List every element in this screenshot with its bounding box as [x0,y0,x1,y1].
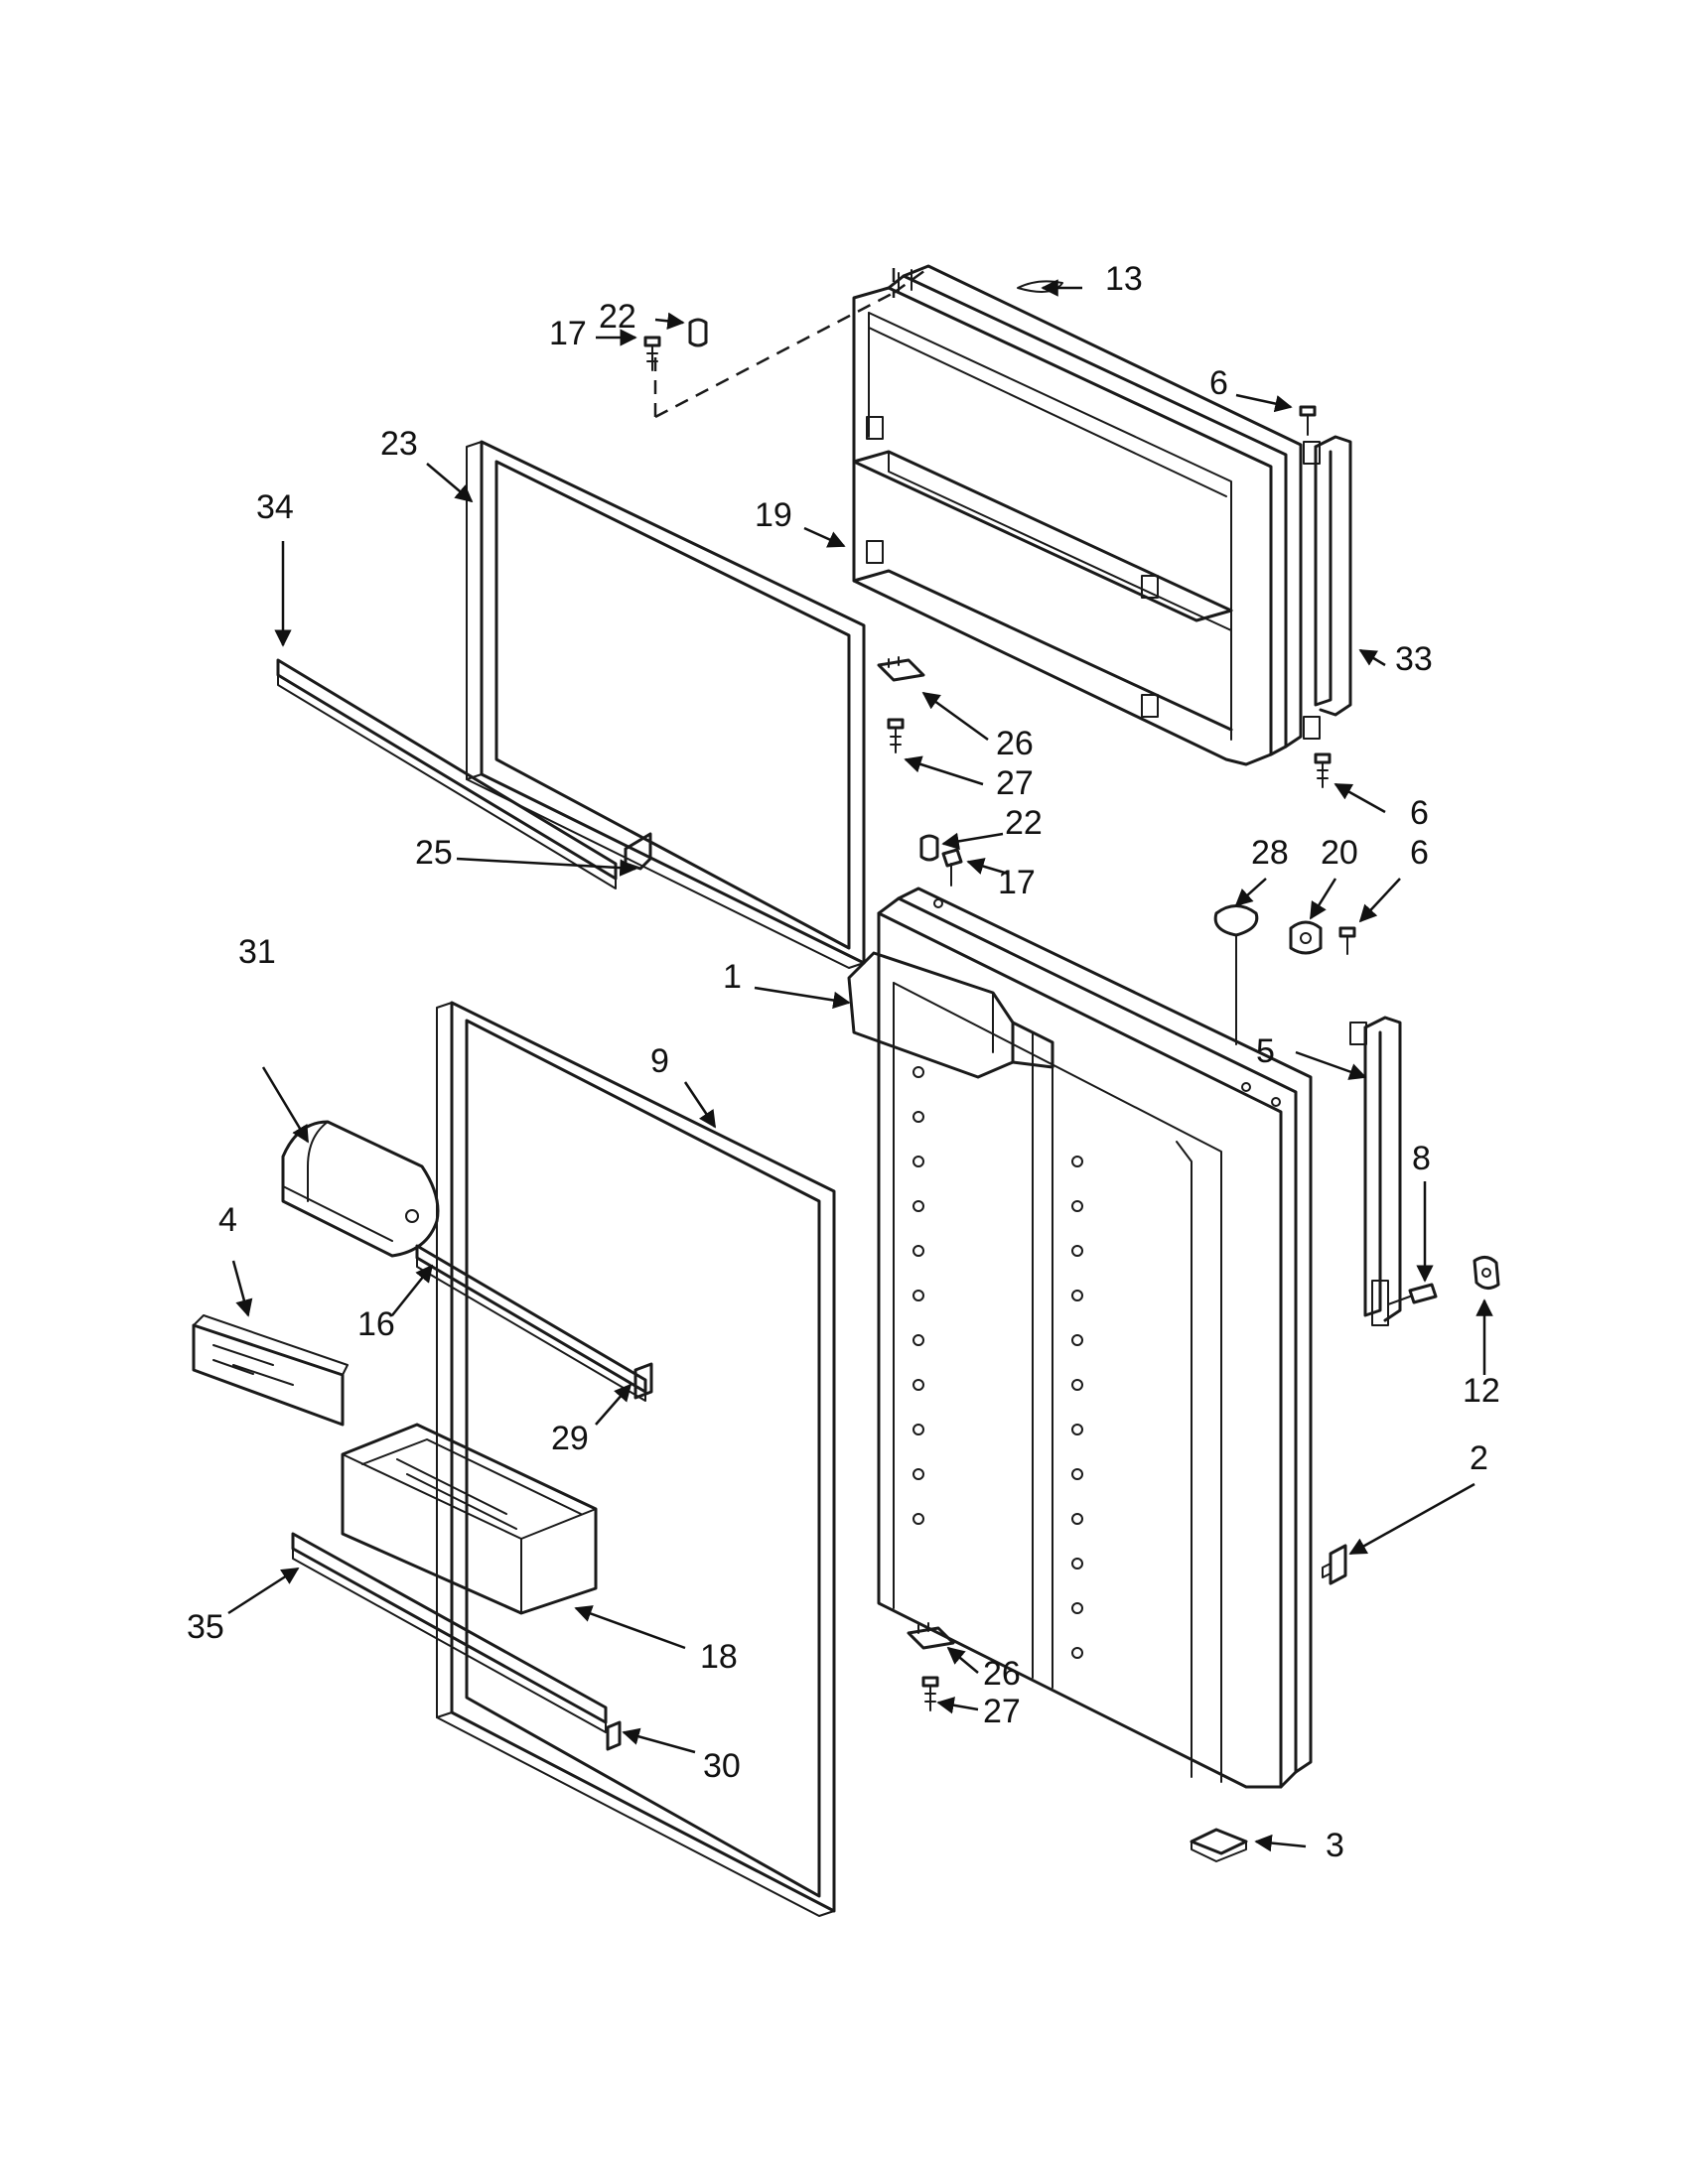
callout-13: 13 [1105,260,1143,298]
callout-3: 3 [1326,1827,1344,1864]
callout-23: 23 [380,425,418,463]
leader-lines [227,279,1493,1852]
screw-6-middle [1314,752,1332,788]
screw-27-bottom [921,1676,939,1711]
fresh-food-door-gasket [436,1001,836,1917]
screw-27-top [887,718,905,753]
callout-28: 28 [1251,834,1289,872]
freezer-door-liner [852,264,1303,766]
callout-26-bottom: 26 [983,1655,1021,1693]
callout-33: 33 [1395,640,1433,678]
callout-2: 2 [1470,1439,1488,1477]
hinge-pin-26-top [877,656,925,682]
door-stop-2 [1322,1544,1347,1585]
freezer-door-handle [1303,435,1352,740]
fresh-food-door-liner [847,887,1313,1789]
freezer-gasket-13 [1017,280,1063,293]
callout-9: 9 [650,1042,669,1080]
screw-17-top [643,336,661,371]
callout-31: 31 [238,933,276,971]
dairy-rail-16 [415,1244,647,1402]
callout-26-top: 26 [996,725,1034,762]
screw-6-top [1299,405,1317,436]
butter-cover-4 [192,1314,349,1427]
hinge-pin-26-bottom [907,1622,955,1650]
callout-17-top: 17 [549,315,587,352]
shelf-rail-35 [291,1532,608,1733]
handle-trim-20 [1289,920,1323,955]
plug-button-28 [1213,904,1259,1045]
freezer-shelf-rail [276,658,618,889]
fresh-food-door-handle [1349,1016,1402,1326]
door-shelf-bin-18 [341,1423,598,1615]
dairy-compartment-door [281,1120,440,1258]
callout-8: 8 [1412,1140,1431,1177]
callout-6-bottom: 6 [1410,834,1429,872]
callout-12: 12 [1463,1372,1500,1410]
callout-6-middle: 6 [1410,794,1429,832]
callout-25: 25 [415,834,453,872]
callout-22-top: 22 [599,298,636,336]
rail-end-cap-29 [633,1362,653,1400]
callout-labels: 13 22 17 6 23 34 19 33 26 27 6 22 25 17 … [187,260,1500,1864]
freezer-hinge-alignment-line [653,266,929,419]
callout-19: 19 [755,496,792,534]
callout-20: 20 [1321,834,1358,872]
plug-button-22-middle [919,834,939,862]
rail-end-cap-30 [606,1720,622,1751]
callout-27-top: 27 [996,764,1034,802]
callout-35: 35 [187,1608,224,1646]
callout-30: 30 [703,1747,741,1785]
callout-16: 16 [357,1305,395,1343]
callout-5: 5 [1256,1032,1275,1070]
freezer-door-gasket [466,440,866,969]
callout-6-top: 6 [1209,364,1228,402]
plug-button-22-top [688,318,708,347]
door-shelf-studs [912,1066,1083,1659]
callout-18: 18 [700,1638,738,1676]
screw-17-middle [941,848,963,887]
screw-6-bottom [1338,926,1356,955]
callout-29: 29 [551,1420,589,1457]
callout-17-middle: 17 [998,864,1036,901]
callout-1: 1 [723,958,742,996]
callout-4: 4 [218,1201,237,1239]
spacer-12 [1473,1256,1500,1290]
callout-27-bottom: 27 [983,1693,1021,1730]
door-stop-3 [1190,1828,1248,1862]
shoulder-screw-8 [1387,1283,1438,1305]
callout-34: 34 [256,488,294,526]
callout-22-middle: 22 [1005,804,1043,842]
